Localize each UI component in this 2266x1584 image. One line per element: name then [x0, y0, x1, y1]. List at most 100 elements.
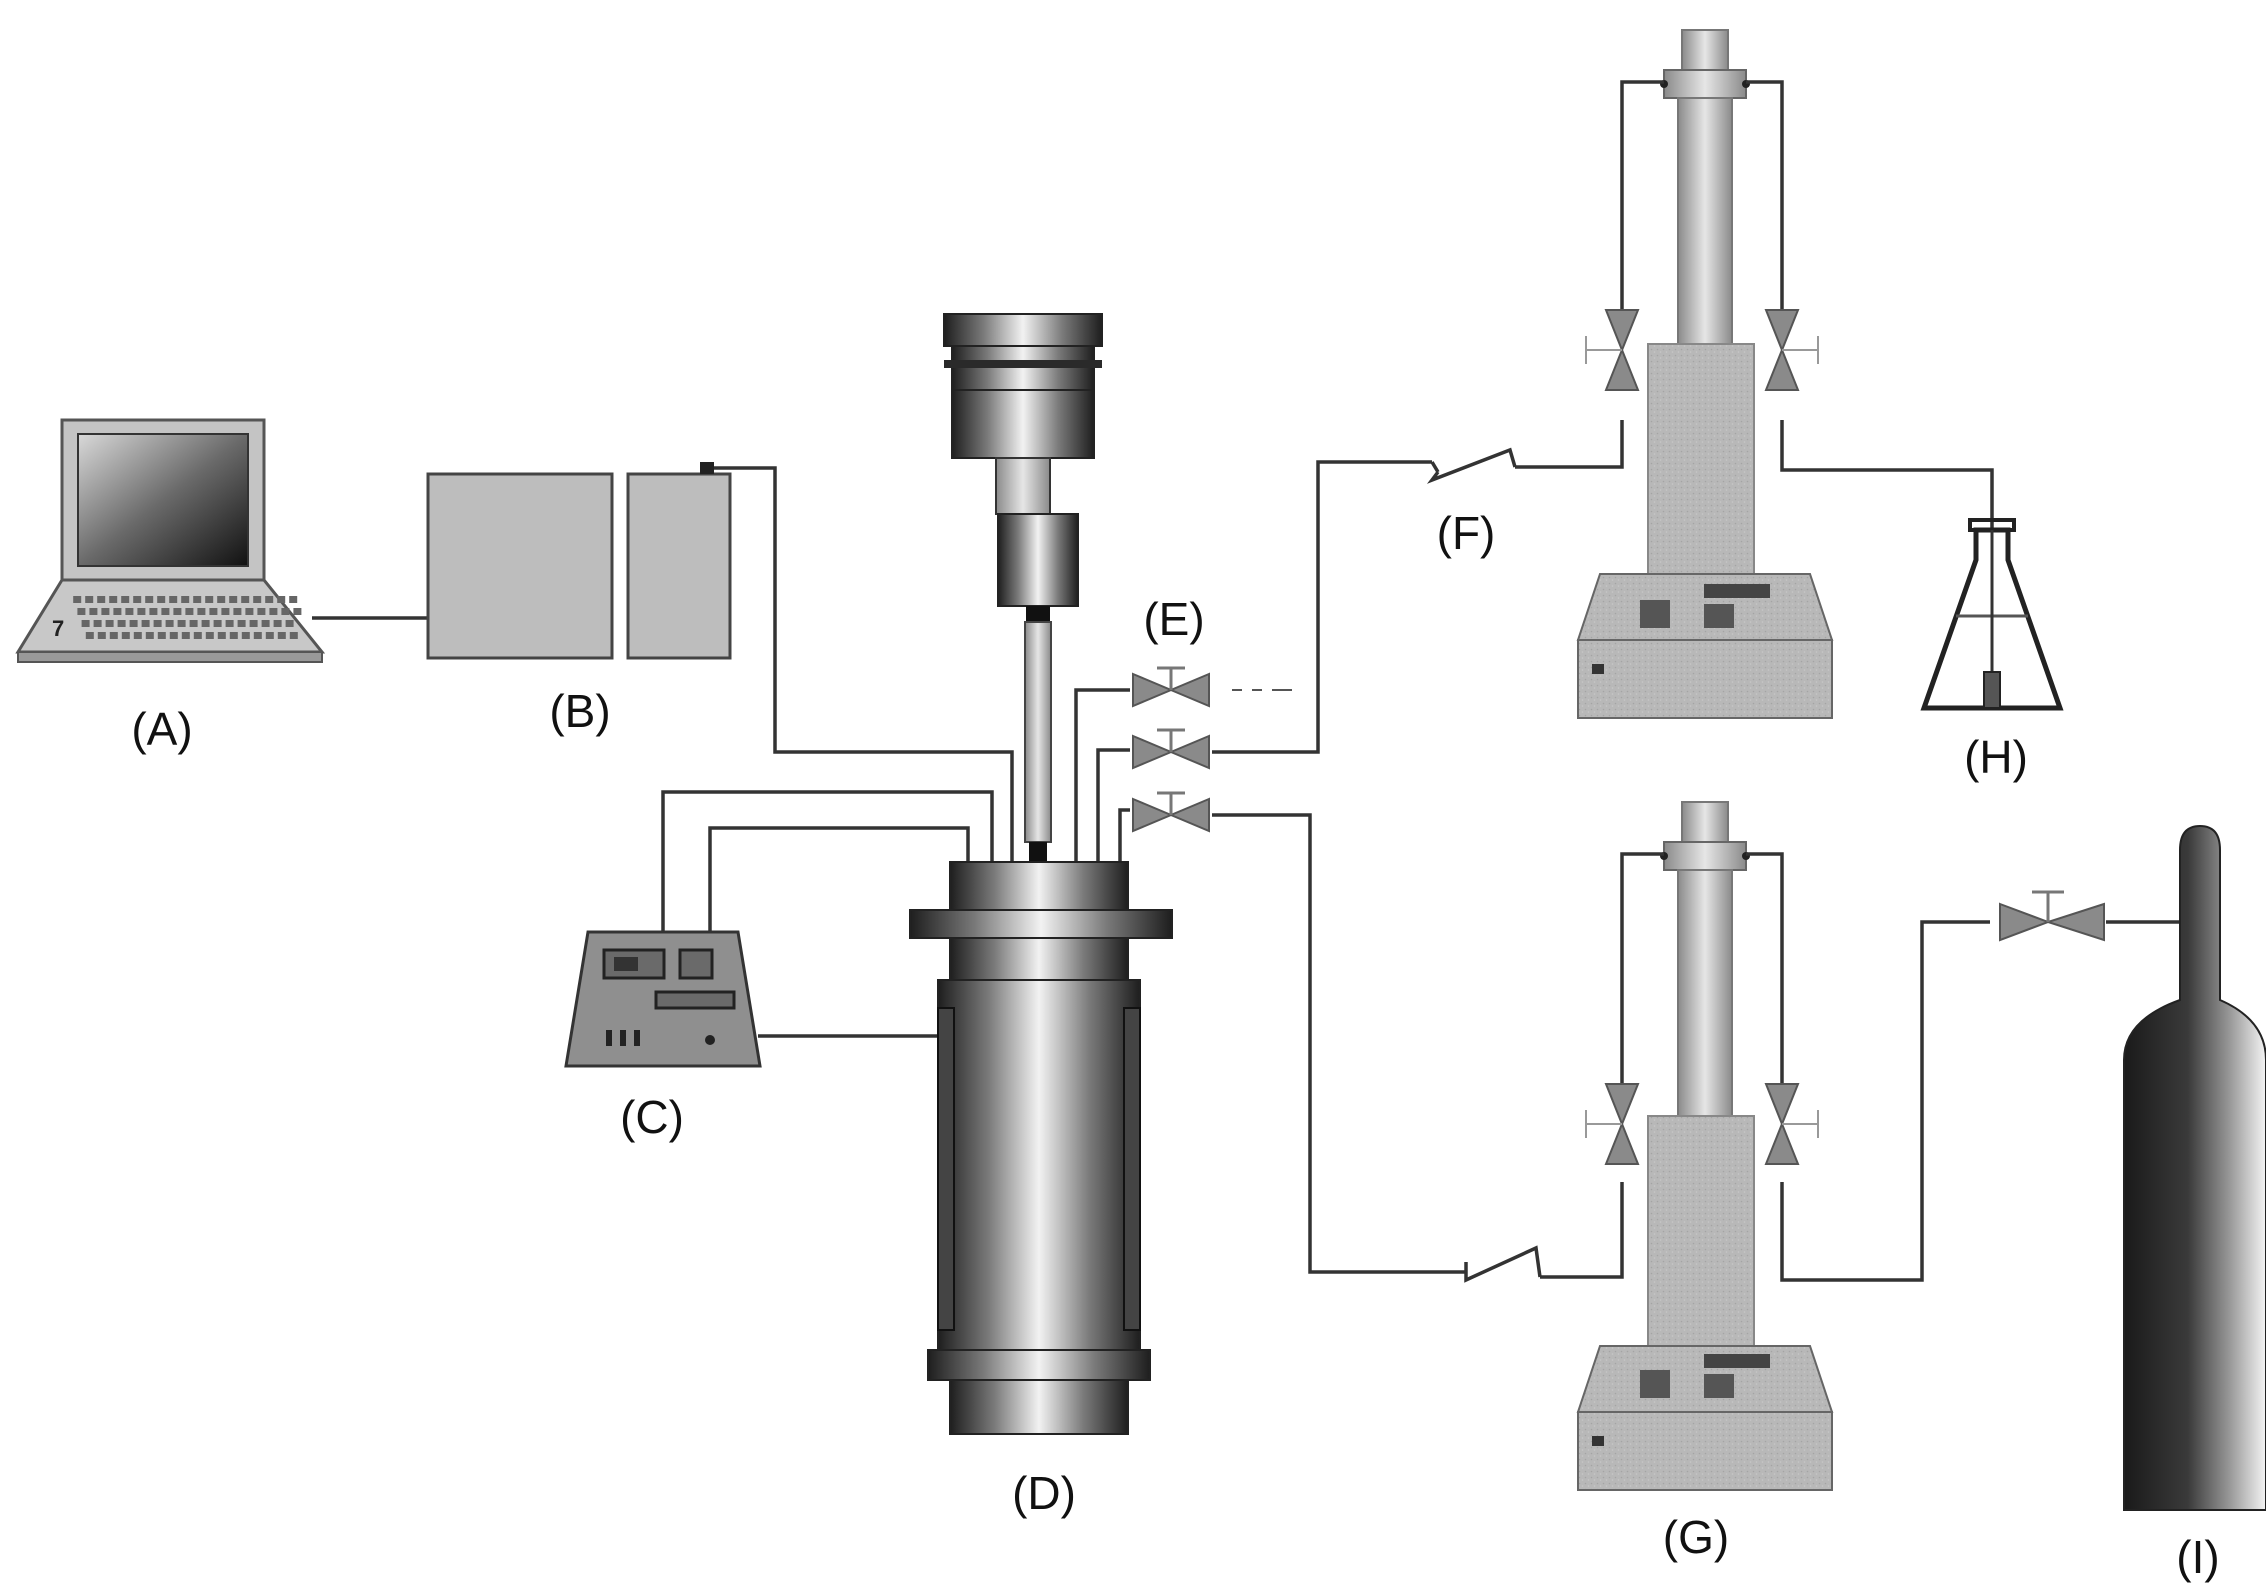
- keyboard-key: [85, 632, 94, 639]
- heater-controller: [564, 930, 762, 1068]
- keyboard-key: [149, 608, 158, 615]
- keyboard-key: [277, 632, 286, 639]
- keyboard-key: [81, 620, 90, 627]
- keyboard-key: [253, 632, 262, 639]
- label-b: (B): [549, 685, 611, 737]
- label-c: (C): [620, 1091, 684, 1143]
- keyboard-key: [201, 620, 210, 627]
- keyboard-key: [89, 608, 98, 615]
- pipe-heater-to-reactor-2: [708, 826, 970, 935]
- keyboard-key: [277, 596, 286, 603]
- pipe-check-g-to-pump-g: [1540, 1182, 1624, 1279]
- keyboard-key: [121, 596, 130, 603]
- keyboard-key: [273, 620, 282, 627]
- keyboard-key: [93, 620, 102, 627]
- keyboard-key: [185, 608, 194, 615]
- keyboard-key: [177, 620, 186, 627]
- keyboard-keys: [73, 596, 302, 639]
- pipe-reactor-to-valve-e3: [1118, 808, 1130, 862]
- keyboard-key: [193, 632, 202, 639]
- label-h: (H): [1964, 731, 2028, 783]
- keyboard-key: [157, 596, 166, 603]
- keyboard-key: [137, 608, 146, 615]
- keyboard-key: [213, 620, 222, 627]
- laptop-computer: 7: [15, 418, 326, 663]
- keyboard-key: [77, 608, 86, 615]
- valve-pump-f: [1132, 728, 1210, 770]
- keyboard-key: [249, 620, 258, 627]
- reactor-vessel: [909, 313, 1173, 1435]
- keyboard-key: [129, 620, 138, 627]
- pipe-pump-f-to-flask: [1780, 420, 1994, 528]
- keyboard-key: [181, 596, 190, 603]
- keyboard-key: [217, 632, 226, 639]
- check-valve-g: [1464, 1245, 1542, 1283]
- label-e: (E): [1143, 593, 1205, 645]
- keyboard-key: [225, 620, 234, 627]
- keyboard-key: [257, 608, 266, 615]
- keyboard-key: [165, 620, 174, 627]
- keyboard-key: [97, 632, 106, 639]
- keyboard-key: [133, 632, 142, 639]
- keyboard-key: [85, 596, 94, 603]
- keyboard-key: [217, 596, 226, 603]
- keyboard-key: [189, 620, 198, 627]
- keyboard-key: [285, 620, 294, 627]
- keyboard-key: [233, 608, 242, 615]
- keyboard-key: [145, 596, 154, 603]
- label-i: (I): [2176, 1531, 2220, 1583]
- keyboard-key: [289, 632, 298, 639]
- keyboard-key: [169, 596, 178, 603]
- keyboard-key: [153, 620, 162, 627]
- pipe-reactor-to-valve-e2: [1096, 748, 1130, 862]
- cylinder-valve: [1999, 890, 2105, 942]
- keyboard-key: [109, 596, 118, 603]
- pipe-valve-to-check-g: [1212, 813, 1466, 1274]
- keyboard-key: [193, 596, 202, 603]
- keyboard-key: [229, 596, 238, 603]
- pipe-valve-to-check-f: [1212, 460, 1432, 754]
- keyboard-key: [145, 632, 154, 639]
- keyboard-key: [241, 596, 250, 603]
- keyboard-key: [113, 608, 122, 615]
- keyboard-key: [229, 632, 238, 639]
- keyboard-key: [245, 608, 254, 615]
- keyboard-key: [269, 608, 278, 615]
- keyboard-key: [209, 608, 218, 615]
- keyboard-key: [265, 632, 274, 639]
- keyboard-key: [205, 632, 214, 639]
- pipe-reactor-to-valve-e1: [1074, 688, 1130, 862]
- keyboard-key: [133, 596, 142, 603]
- keyboard-key: [253, 596, 262, 603]
- keyboard-key: [125, 608, 134, 615]
- keyboard-key: [261, 620, 270, 627]
- keyboard-key: [101, 608, 110, 615]
- collection-flask: [1920, 518, 2064, 711]
- keyboard-key: [289, 596, 298, 603]
- label-a: (A): [131, 703, 193, 755]
- pipe-cylinder-to-pump-g: [1780, 920, 1990, 1282]
- valve-pump-g: [1132, 791, 1210, 833]
- keyboard-key: [221, 608, 230, 615]
- gas-cylinder: [1999, 824, 2266, 1511]
- keyboard-key: [117, 620, 126, 627]
- keyboard-key: [169, 632, 178, 639]
- keyboard-key: [161, 608, 170, 615]
- keyboard-key: [237, 620, 246, 627]
- check-valve-f: [1426, 447, 1517, 484]
- valves-manifold: [1132, 666, 1210, 833]
- controller-unit: [426, 462, 732, 660]
- keyboard-key: [281, 608, 290, 615]
- keyboard-key: [241, 632, 250, 639]
- pipe-heater-to-reactor-1: [661, 790, 994, 935]
- syringe-pump-f: [1576, 29, 1834, 719]
- keyboard-key: [73, 596, 82, 603]
- keyboard-key: [197, 608, 206, 615]
- keyboard-key: [181, 632, 190, 639]
- keyboard-key: [265, 596, 274, 603]
- keyboard-key: [105, 620, 114, 627]
- pipe-controller-to-reactor: [712, 466, 1014, 862]
- connecting-pipes: [312, 420, 2180, 1282]
- keyboard-key: [121, 632, 130, 639]
- keyboard-key: [205, 596, 214, 603]
